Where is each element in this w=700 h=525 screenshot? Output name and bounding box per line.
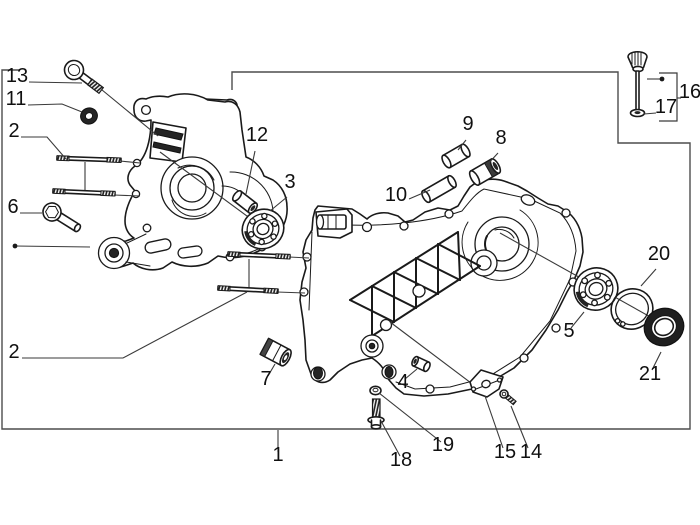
- callout-label-10: 10: [385, 184, 407, 206]
- part-7-mount-bushing: [259, 337, 292, 367]
- callout-label-11: 11: [6, 88, 27, 110]
- callout-label-1: 1: [272, 444, 283, 466]
- part-21-oil-seal: [643, 307, 685, 347]
- part-2-stud-upper-1: [56, 155, 122, 164]
- callout-leader-15: [484, 395, 504, 449]
- callout-leader-9: [457, 139, 467, 151]
- callout-label-12: 12: [246, 124, 268, 146]
- assembly-line-4: [119, 160, 141, 164]
- callout-label-4: 4: [397, 371, 408, 393]
- diagram-frame: [1, 69, 691, 430]
- callout-leader-17: [643, 112, 657, 115]
- callout-leader-18: [380, 420, 401, 457]
- callout-leader-3: [269, 196, 288, 212]
- part-14-screw: [499, 389, 517, 406]
- callout-label-15: 15: [494, 441, 516, 463]
- callout-leader-10: [408, 189, 431, 200]
- callout-label-2: 2: [8, 341, 19, 363]
- part-12-bushing: [231, 189, 259, 215]
- part-5-bearing: [573, 267, 619, 311]
- part-9-cylinder: [441, 143, 471, 169]
- callout-label-2: 2: [8, 120, 19, 142]
- part-3-bearing: [241, 208, 285, 250]
- assembly-line-3: [389, 321, 480, 390]
- callout-label-8: 8: [495, 127, 506, 149]
- callout-leader-7: [267, 363, 276, 377]
- callout-leader-11: [27, 103, 83, 113]
- callout-leader-2: [22, 291, 248, 359]
- callout-label-19: 19: [432, 434, 454, 456]
- callout-leader-21: [651, 351, 662, 371]
- part-6-bolt: [42, 202, 82, 233]
- part-2-stud-lower-1: [227, 251, 291, 260]
- bracket-16: [659, 72, 678, 122]
- callout-leader-2: [21, 136, 67, 160]
- callout-label-21: 21: [639, 363, 661, 385]
- callout-label-14: 14: [520, 441, 542, 463]
- callout-leader-8: [485, 152, 499, 167]
- reference-dot-0: [659, 76, 665, 82]
- part-10-pin: [421, 174, 457, 204]
- callout-leader-14: [510, 405, 529, 449]
- callout-label-20: 20: [648, 243, 670, 265]
- callout-label-16: 16: [679, 81, 700, 103]
- callout-leader-19: [378, 392, 442, 443]
- callout-leader-12: [245, 150, 256, 195]
- callout-label-18: 18: [390, 449, 412, 471]
- callout-label-5: 5: [563, 320, 574, 342]
- assembly-line-5: [113, 194, 141, 197]
- callout-label-7: 7: [260, 368, 271, 390]
- callout-label-9: 9: [462, 113, 473, 135]
- assembly-line-7: [276, 291, 306, 294]
- callout-leader-5: [570, 311, 585, 329]
- part-19-washer: [369, 385, 382, 396]
- left-crankcase-half: [97, 93, 288, 271]
- part-2-stud-upper-2: [52, 188, 116, 197]
- part-20-circlip: [610, 288, 654, 330]
- part-16-dipstick: [627, 50, 648, 118]
- right-crankcase-half: [299, 178, 584, 397]
- assembly-line-6: [288, 256, 310, 259]
- reference-dot-1: [12, 243, 18, 249]
- part-18-bolt: [367, 398, 385, 430]
- callout-leader-20: [640, 268, 657, 287]
- part-13-bolt: [63, 59, 105, 95]
- callout-label-13: 13: [6, 65, 28, 87]
- assembly-line-0: [95, 84, 159, 137]
- part-2-stud-lower-2: [217, 285, 279, 294]
- callout-label-3: 3: [284, 171, 295, 193]
- assembly-line-11: [14, 245, 91, 248]
- part-11-oil-seal: [80, 107, 98, 125]
- part-4-spacer: [411, 355, 431, 373]
- part-15-bracket: [469, 369, 504, 398]
- callout-leader-4: [404, 368, 418, 380]
- callout-leader-13: [28, 81, 83, 84]
- callout-label-6: 6: [7, 196, 18, 218]
- callout-label-17: 17: [655, 96, 677, 118]
